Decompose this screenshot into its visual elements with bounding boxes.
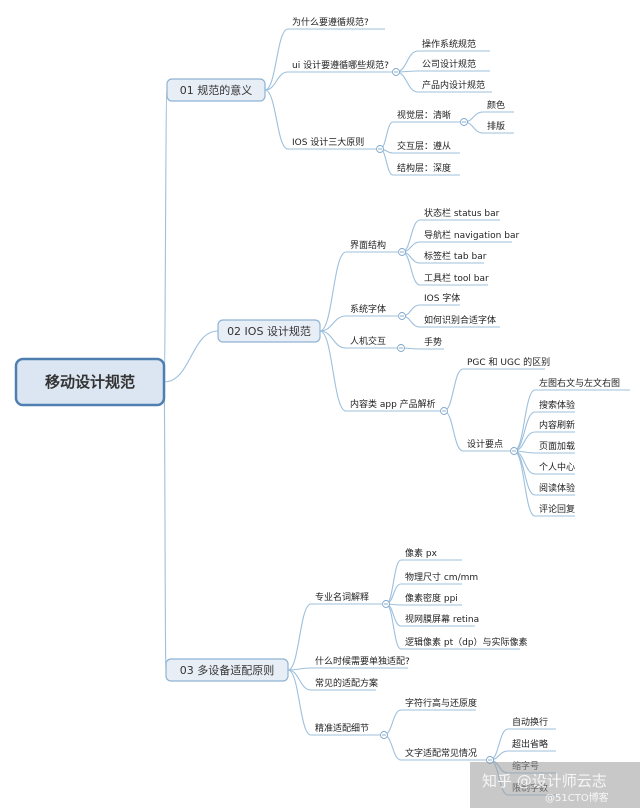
node-label: 标签栏 tab bar	[424, 250, 487, 262]
node-label: IOS 字体	[424, 292, 460, 304]
connector-line	[319, 330, 347, 412]
connector-line	[264, 28, 289, 91]
node-label: 排版	[487, 120, 505, 132]
connector-line	[385, 603, 402, 627]
branch-label: 02 IOS 设计规范	[227, 324, 311, 338]
connector-line	[379, 121, 394, 150]
node-label: 超出省略	[512, 738, 548, 750]
branch-label: 01 规范的意义	[180, 83, 253, 97]
node-label: PGC 和 UGC 的区别	[467, 356, 550, 368]
branch-node-3[interactable]: 03 多设备适配原则	[165, 658, 289, 682]
connector-line	[385, 603, 402, 650]
node-label: ui 设计要遵循哪些规范?	[292, 59, 389, 71]
node-label: 颜色	[487, 99, 505, 111]
node-label: 左图右文与左文右图	[539, 377, 620, 389]
node-label: 操作系统规范	[422, 38, 476, 50]
collapse-toggle-icon[interactable]	[380, 731, 388, 739]
node-label: 字符行高与还原度	[405, 697, 477, 709]
node-label: 结构层：深度	[397, 162, 451, 174]
root-title: 移动设计规范	[45, 373, 135, 391]
connector-line	[383, 709, 402, 736]
collapse-toggle-icon[interactable]	[398, 248, 406, 256]
node-label: 常见的适配方案	[315, 677, 378, 689]
node-label: 像素 px	[405, 547, 438, 559]
root-node[interactable]: 移动设计规范	[14, 357, 166, 407]
watermark: 知乎 @设计师云志 @51CTO博客	[470, 762, 640, 808]
collapse-toggle-icon[interactable]	[382, 600, 390, 608]
mind-map-nodes: 移动设计规范 01 规范的意义 02 IOS 设计规范 03 多设备适配原则 为什么要遵…	[14, 16, 620, 794]
connector-line	[163, 89, 168, 383]
collapse-toggle-icon[interactable]	[397, 344, 405, 352]
collapse-toggle-icon[interactable]	[376, 145, 384, 153]
node-label: 视网膜屏幕 retina	[405, 613, 479, 625]
connector-line	[264, 89, 289, 150]
node-label: 逻辑像素 pt（dp）与实际像素	[405, 636, 528, 648]
node-label: 交互层：遵从	[397, 140, 451, 152]
connector-line	[443, 410, 464, 452]
collapse-toggle-icon[interactable]	[392, 68, 400, 76]
node-label: 手势	[424, 336, 442, 348]
node-label: 内容刷新	[539, 419, 575, 431]
node-label: 公司设计规范	[422, 58, 476, 70]
node-label: 自动换行	[512, 716, 548, 728]
watermark-sub-text: @51CTO博客	[545, 791, 609, 804]
connector-line	[513, 450, 536, 517]
node-label: 视觉层：清晰	[397, 109, 451, 121]
connector-line	[443, 368, 464, 412]
collapse-toggle-icon[interactable]	[460, 118, 468, 126]
node-label: 状态栏 status bar	[424, 207, 500, 219]
connector-line	[513, 450, 536, 475]
connector-line	[264, 71, 289, 91]
connector-line	[319, 330, 347, 349]
collapse-toggle-icon[interactable]	[398, 312, 406, 320]
node-label: 导航栏 navigation bar	[424, 229, 519, 241]
connector-line	[287, 603, 312, 671]
node-label: 产品内设计规范	[422, 79, 485, 91]
branch-label: 03 多设备适配原则	[180, 663, 275, 677]
node-label: 页面加载	[539, 440, 575, 452]
connector-line	[395, 50, 419, 73]
node-label: 界面结构	[350, 239, 386, 251]
connector-line	[319, 251, 347, 332]
node-label: 搜索体验	[539, 399, 575, 411]
node-label: 像素密度 ppi	[405, 592, 458, 604]
connector-line	[319, 315, 347, 332]
watermark-text: 知乎 @设计师云志	[482, 772, 607, 790]
node-label: IOS 设计三大原则	[292, 136, 364, 148]
node-label: 文字适配常见情况	[405, 747, 477, 759]
node-label: 阅读体验	[539, 482, 575, 494]
branch-node-1[interactable]: 01 规范的意义	[166, 78, 266, 102]
node-label: 专业名词解释	[315, 591, 369, 603]
node-label: 工具栏 tool bar	[424, 272, 489, 284]
node-label: 物理尺寸 cm/mm	[405, 571, 478, 583]
connector-line	[163, 381, 167, 671]
node-label: 个人中心	[539, 461, 575, 473]
collapse-toggle-icon[interactable]	[440, 407, 448, 415]
node-label: 为什么要遵循规范?	[292, 16, 369, 28]
connector-line	[385, 559, 402, 605]
node-label: 设计要点	[467, 438, 503, 450]
connector-line	[383, 734, 402, 761]
node-label: 内容类 app 产品解析	[350, 398, 436, 410]
node-label: 系统字体	[350, 303, 386, 315]
node-label: 精准适配细节	[315, 722, 369, 734]
node-label: 人机交互	[350, 335, 386, 347]
node-label: 如何识别合适字体	[424, 314, 496, 326]
node-label: 什么时候需要单独适配?	[315, 655, 410, 667]
connector-line	[287, 669, 312, 736]
connector-line	[395, 71, 419, 93]
node-label: 评论回复	[539, 503, 575, 515]
collapse-toggle-icon[interactable]	[510, 447, 518, 455]
watermark-background	[470, 762, 640, 808]
branch-node-2[interactable]: 02 IOS 设计规范	[217, 319, 321, 343]
connector-line	[163, 330, 219, 383]
